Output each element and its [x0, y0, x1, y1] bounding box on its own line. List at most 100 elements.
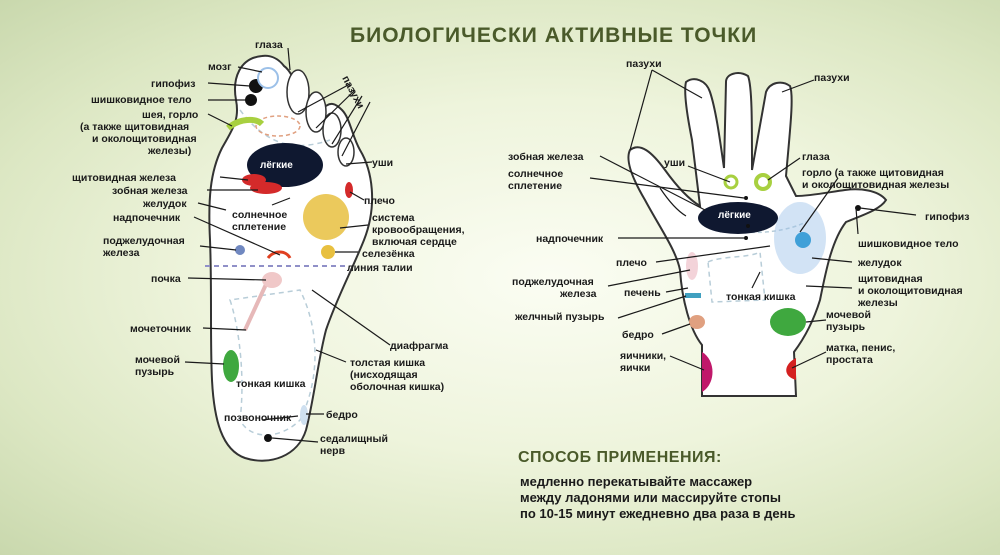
hand-bladder-spot — [770, 308, 806, 336]
leader-gipofiz — [207, 82, 251, 87]
foot-hip-spot — [300, 405, 308, 425]
hleader-solnech — [589, 177, 745, 199]
foot-label-shishk: шишковидное тело — [91, 94, 192, 106]
foot-label-glaza: глаза — [255, 39, 283, 51]
foot-label-sistema3: включая сердце — [372, 236, 457, 248]
leader-nadpoch — [193, 216, 281, 256]
leader-diafr — [311, 289, 391, 346]
leader-zhel — [197, 202, 227, 211]
hand-label-tonk: тонкая кишка — [726, 291, 796, 303]
hleader-zob — [599, 155, 706, 211]
hand-outline — [627, 72, 888, 397]
leader-mozg — [237, 66, 263, 73]
foot-label-ushi: уши — [372, 157, 393, 169]
hleader-zhel — [811, 257, 853, 263]
foot-label-mozg: мозг — [208, 61, 232, 73]
foot-label-mochet: мочеточник — [130, 323, 192, 335]
hand-label-pechen: печень — [624, 287, 661, 299]
foot-lungs-spot — [247, 143, 323, 187]
neck-outline — [255, 115, 301, 137]
leader-mochev — [184, 361, 225, 365]
foot-label-tolst2: (нисходящая — [350, 369, 418, 381]
hand-solar-dot — [744, 196, 748, 200]
foot-label-sedal2: нерв — [320, 445, 346, 457]
hand-lungs-label: лёгкие — [718, 210, 751, 221]
foot-thymus-spot — [250, 182, 282, 194]
hand-label-matka2: простата — [826, 354, 873, 366]
leader-ushi — [345, 161, 373, 165]
method-block: СПОСОБ ПРИМЕНЕНИЯ: медленно перекатывайт… — [518, 449, 795, 521]
toe-5 — [337, 137, 355, 167]
foot-diagram: лёгкие — [72, 39, 465, 462]
hand-label-solnech1: солнечное — [508, 168, 563, 180]
hand-label-podzh1: поджелудочная — [512, 276, 594, 288]
foot-label-pazuhi: пазухи — [339, 74, 366, 111]
page-title: БИОЛОГИЧЕСКИ АКТИВНЫЕ ТОЧКИ — [350, 24, 757, 47]
foot-brain-spot — [257, 67, 279, 89]
leader-pazuhi-3 — [331, 95, 363, 145]
foot-label-solnech1: солнечное — [232, 209, 287, 221]
foot-pineal-spot — [245, 94, 257, 106]
foot-label-nadpoch: надпочечник — [113, 212, 181, 224]
leader-mochet — [202, 327, 247, 331]
foot-label-tolst3: оболочная кишка) — [350, 381, 444, 393]
leader-plecho — [349, 191, 365, 201]
toe-2 — [286, 69, 310, 115]
hand-label-pazuhi-l: пазухи — [626, 58, 662, 70]
hand-label-zob: зобная железа — [508, 151, 584, 163]
foot-heart-spot — [303, 194, 349, 240]
hleader-pazuhi-l2 — [629, 69, 653, 151]
foot-label-sheya4: железы) — [147, 145, 191, 157]
leader-pazuhi-1 — [297, 83, 351, 113]
palm-crease-1 — [659, 187, 687, 217]
leader-glaza — [287, 47, 291, 71]
hand-label-gipofiz: гипофиз — [925, 211, 969, 223]
hleader-shishk — [855, 207, 859, 235]
foot-label-mochev2: пузырь — [135, 366, 175, 378]
leader-solnech — [271, 197, 291, 206]
foot-label-liniya: линия талии — [347, 262, 413, 274]
hand-diagram: лёгкие пазухи — [508, 58, 969, 397]
foot-kidney-spot — [262, 272, 282, 288]
foot-label-plecho: плечо — [364, 195, 395, 207]
foot-label-podzh2: железа — [102, 247, 140, 259]
hand-label-mochev2: пузырь — [826, 321, 866, 333]
foot-label-pochka: почка — [151, 273, 181, 285]
leader-sheya — [207, 113, 233, 127]
foot-label-sheya1: шея, горло — [142, 109, 198, 121]
leader-podzh — [199, 245, 237, 251]
hleader-tonk — [751, 271, 761, 289]
foot-label-solnech2: сплетение — [232, 221, 286, 233]
leader-pochka — [187, 277, 267, 281]
hleader-gorlo — [799, 177, 839, 233]
foot-label-sedal1: седалищный — [320, 433, 388, 445]
hleader-pazuhi-l — [651, 69, 703, 99]
foot-label-sheya3: и околощитовидная — [92, 133, 197, 145]
foot-label-sistema1: система — [372, 212, 415, 224]
leader-tolst — [315, 349, 347, 363]
foot-label-mochev1: мочевой — [135, 354, 180, 366]
hand-ears-spot — [723, 174, 739, 190]
hleader-mochev — [805, 319, 827, 323]
foot-label-sheya2: (а также щитовидная — [80, 121, 189, 133]
leader-pazuhi-2 — [315, 89, 356, 129]
hand-label-glaza: глаза — [802, 151, 830, 163]
hand-label-shchit1: щитовидная — [858, 273, 923, 285]
hand-label-shchit2: и околощитовидная — [858, 285, 963, 297]
foot-label-gipofiz: гипофиз — [151, 78, 195, 90]
hand-nadpoch-dot — [744, 236, 748, 240]
hand-pineal-spot — [795, 232, 811, 248]
hand-label-zhel: желудок — [857, 257, 902, 269]
hand-label-bedro: бедро — [622, 329, 654, 341]
hand-uterus-spot — [786, 358, 796, 380]
foot-spleen-spot — [321, 245, 335, 259]
hand-label-podzh2: железа — [559, 288, 597, 300]
hand-label-shchit3: железы — [857, 297, 898, 309]
foot-label-bedro: бедро — [326, 409, 358, 421]
foot-label-pozv: позвоночник — [224, 412, 292, 424]
hand-label-mochev1: мочевой — [826, 309, 871, 321]
hand-label-solnech2: сплетение — [508, 180, 562, 192]
hleader-matka — [791, 351, 827, 369]
